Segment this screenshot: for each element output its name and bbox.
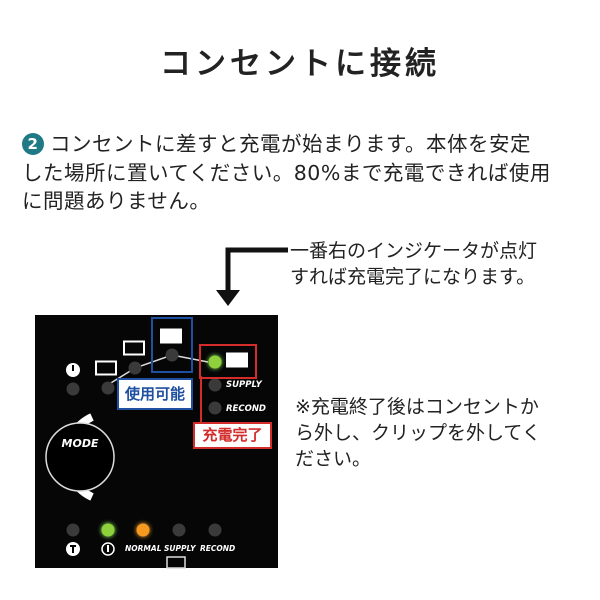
supply-label: SUPPLY — [226, 380, 262, 390]
instruction-line: に問題ありません。 — [22, 189, 211, 213]
level-led-3 — [165, 348, 179, 362]
note-line: ※充電終了後はコンセントか — [295, 396, 539, 418]
instruction-line: 2 コンセントに差すと充電が始まります。本体を安定 — [22, 127, 531, 157]
down-arrow-icon — [216, 247, 288, 306]
full-led — [208, 355, 222, 369]
recond-mode-led — [208, 523, 222, 537]
note-line: ださい。 — [295, 448, 372, 470]
battery-mid-icon — [123, 340, 145, 356]
error-led — [66, 382, 80, 396]
recond-led — [208, 401, 222, 415]
callout-line: すれば充電完了になります。 — [290, 266, 536, 288]
level-led-1 — [101, 381, 115, 395]
page-title: コンセントに接続 — [160, 46, 440, 82]
instruction-line: した場所に置いてください。80%まで充電できれば使用 — [22, 161, 551, 185]
battery-high-icon — [160, 328, 182, 344]
battery-low-icon — [95, 360, 117, 376]
normal-led — [136, 523, 150, 537]
temp-led — [66, 523, 80, 537]
callout-line: 一番右のインジケータが点灯 — [290, 240, 538, 262]
mode-button[interactable]: MODE — [61, 437, 99, 450]
instruction-text: コンセントに差すと充電が始まります。本体を安定 — [50, 132, 531, 156]
battery-full-icon — [226, 352, 248, 368]
step-number-badge: 2 — [22, 133, 44, 155]
note-line: ら外し、クリップを外してく — [295, 422, 541, 444]
normal-label: NORMAL — [125, 544, 162, 553]
recond-label: RECOND — [226, 404, 266, 414]
recond-mode-label: RECOND — [200, 544, 236, 553]
usable-label: 使用可能 — [117, 378, 193, 410]
power-led — [101, 523, 115, 537]
usable-highlight-box — [151, 317, 193, 373]
level-led-2 — [128, 361, 142, 375]
supply-mode-led — [172, 523, 186, 537]
complete-label: 充電完了 — [193, 422, 272, 449]
complete-highlight-box — [199, 344, 257, 379]
supply-led — [208, 378, 222, 392]
supply-mode-label: SUPPLY — [164, 544, 196, 553]
